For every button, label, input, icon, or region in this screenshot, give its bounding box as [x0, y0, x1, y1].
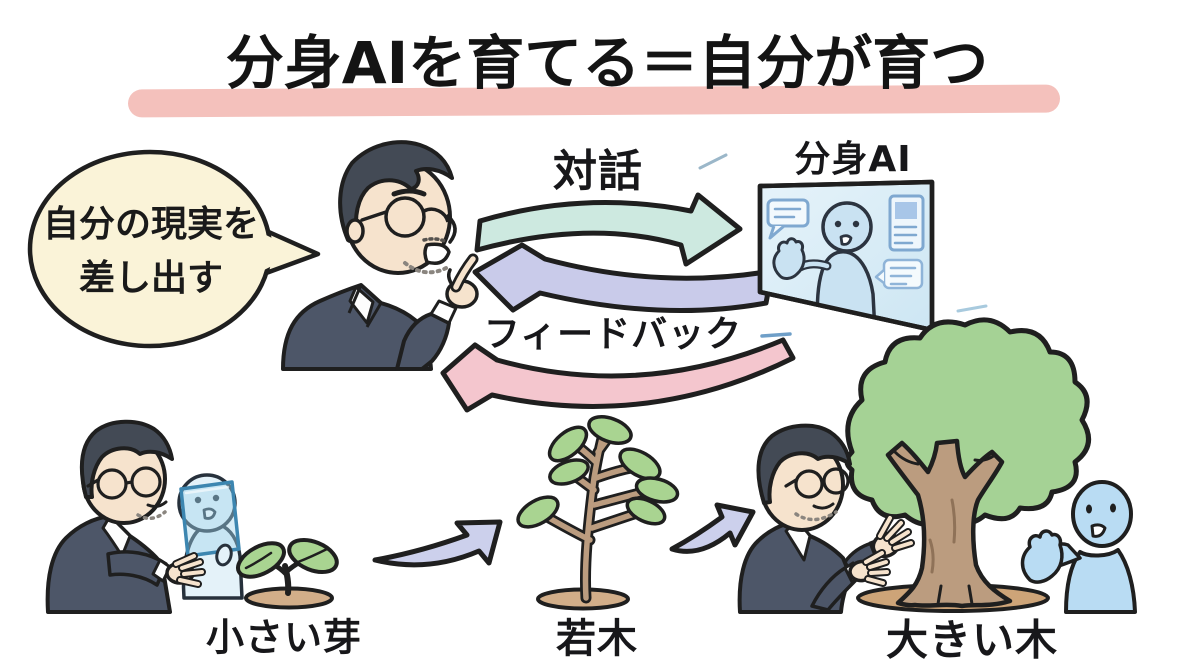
dialogue-arrow-label: 対話	[553, 146, 643, 197]
feedback-arrow	[472, 242, 775, 313]
feedback-arrow-label: フィードバック	[483, 314, 743, 355]
ai-screen-label: 分身AI	[794, 139, 912, 180]
leaves	[516, 415, 680, 529]
ai-character	[1020, 480, 1137, 614]
sparkle-dash-icon	[698, 153, 728, 170]
dialogue-arrow	[474, 192, 743, 267]
side-dash-icon	[956, 304, 988, 313]
stage-label-young-tree: 若木	[556, 616, 638, 662]
stage-label-small-sprout: 小さい芽	[205, 615, 363, 660]
tablet	[179, 480, 241, 558]
growth-arrow-2	[669, 502, 756, 554]
document-icon	[888, 194, 925, 252]
man-pointing	[281, 140, 479, 371]
sprout	[236, 537, 339, 610]
man-with-tablet	[45, 419, 244, 614]
underline-dash-icon	[760, 332, 792, 338]
feedback-return-arrow	[440, 337, 796, 413]
speech-bubble-line2: 差し出す	[78, 258, 224, 299]
page-title: 分身AIを育てる＝自分が育つ	[225, 29, 989, 97]
text-lines-icon	[874, 258, 924, 290]
chat-bubble-icon	[766, 198, 810, 240]
growth-arrow-1	[372, 519, 503, 568]
ghost-hand	[215, 543, 233, 567]
speech-bubble-text: 自分の現実を 差し出す	[43, 198, 259, 306]
young-tree	[516, 415, 680, 611]
waving-hand	[1020, 529, 1064, 584]
big-tree	[844, 317, 1092, 613]
speech-bubble-line1: 自分の現実を	[42, 204, 260, 245]
stage-label-big-tree: 大きい木	[885, 615, 1059, 665]
speech-bubble	[27, 149, 321, 349]
tree-trunk	[885, 438, 1013, 609]
man-open-hands	[737, 423, 915, 614]
